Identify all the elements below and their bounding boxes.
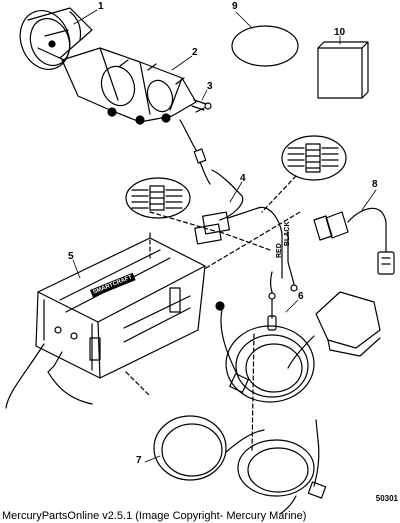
cable-part (153, 415, 327, 515)
gasket-part (231, 25, 299, 67)
figure-id: 50301 (375, 494, 398, 503)
callout-6: 6 (298, 291, 304, 302)
callout-3: 3 (207, 81, 213, 92)
callout-5: 5 (68, 251, 74, 262)
gauge-bracket-part (61, 47, 197, 125)
callout-8: 8 (372, 179, 378, 190)
screw-part (191, 99, 212, 113)
gps-antenna-part (215, 291, 381, 403)
pinout-callout-left (125, 177, 191, 219)
gauge-part (19, 7, 93, 70)
smartcraft-module-part (5, 237, 206, 409)
callout-4: 4 (240, 173, 246, 184)
callout-1: 1 (98, 1, 104, 12)
wire-label-red: RED (276, 243, 283, 258)
callout-7: 7 (136, 455, 142, 466)
callout-10: 10 (334, 27, 346, 38)
fuse-wire (267, 299, 277, 331)
wire-label-black: BLACK (284, 221, 291, 247)
gauge-connector (179, 119, 211, 185)
decal-part (317, 41, 369, 99)
leader-lines (72, 9, 377, 463)
callout-9: 9 (232, 1, 238, 12)
adapter-harness-part (313, 207, 395, 275)
callout-2: 2 (192, 47, 198, 58)
harness-part (194, 169, 298, 300)
pinout-callout-right (281, 135, 347, 181)
copyright-footer: MercuryPartsOnline v2.5.1 (Image Copyrig… (2, 510, 307, 522)
